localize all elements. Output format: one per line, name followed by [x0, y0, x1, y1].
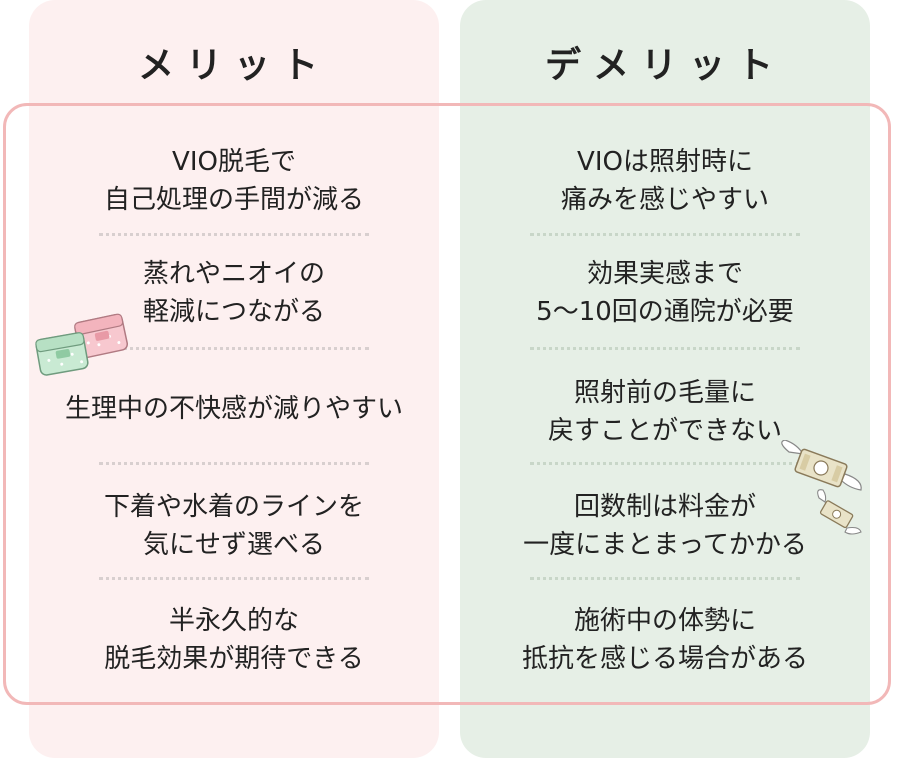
demerit-divider — [530, 347, 800, 350]
merit-item-3: 生理中の不快感が減りやすい — [64, 394, 403, 424]
merit-divider — [99, 347, 369, 350]
merit-item-1: VIO脱毛で 自己処理の手間が減る — [103, 147, 364, 215]
sanitary-pads-icon — [35, 313, 129, 376]
demerit-item-3: 照射前の毛量に 戻すことができない — [547, 378, 782, 446]
demerit-divider — [530, 233, 800, 236]
merit-divider — [99, 233, 369, 236]
demerit-item-4: 回数制は料金が 一度にまとまってかかる — [523, 492, 807, 560]
demerit-item-1: VIOは照射時に 痛みを感じやすい — [560, 147, 769, 215]
demerits-title: デメリット — [544, 45, 785, 86]
merit-divider — [99, 577, 369, 580]
demerits-column — [460, 0, 870, 758]
demerit-item-2: 効果実感まで 5〜10回の通院が必要 — [536, 259, 794, 327]
merit-item-4: 下着や水着のラインを 気にせず選べる — [103, 492, 364, 560]
demerit-divider — [530, 577, 800, 580]
flying-money-icon — [781, 440, 862, 535]
merit-item-2: 蒸れやニオイの 軽減につながる — [142, 259, 325, 327]
merit-item-5: 半永久的な 脱毛効果が期待できる — [104, 606, 364, 674]
merits-column — [29, 0, 439, 758]
demerit-item-5: 施術中の体勢に 抵抗を感じる場合がある — [521, 606, 808, 674]
merits-title: メリット — [137, 45, 330, 86]
demerit-divider — [530, 462, 800, 465]
merit-divider — [99, 462, 369, 465]
